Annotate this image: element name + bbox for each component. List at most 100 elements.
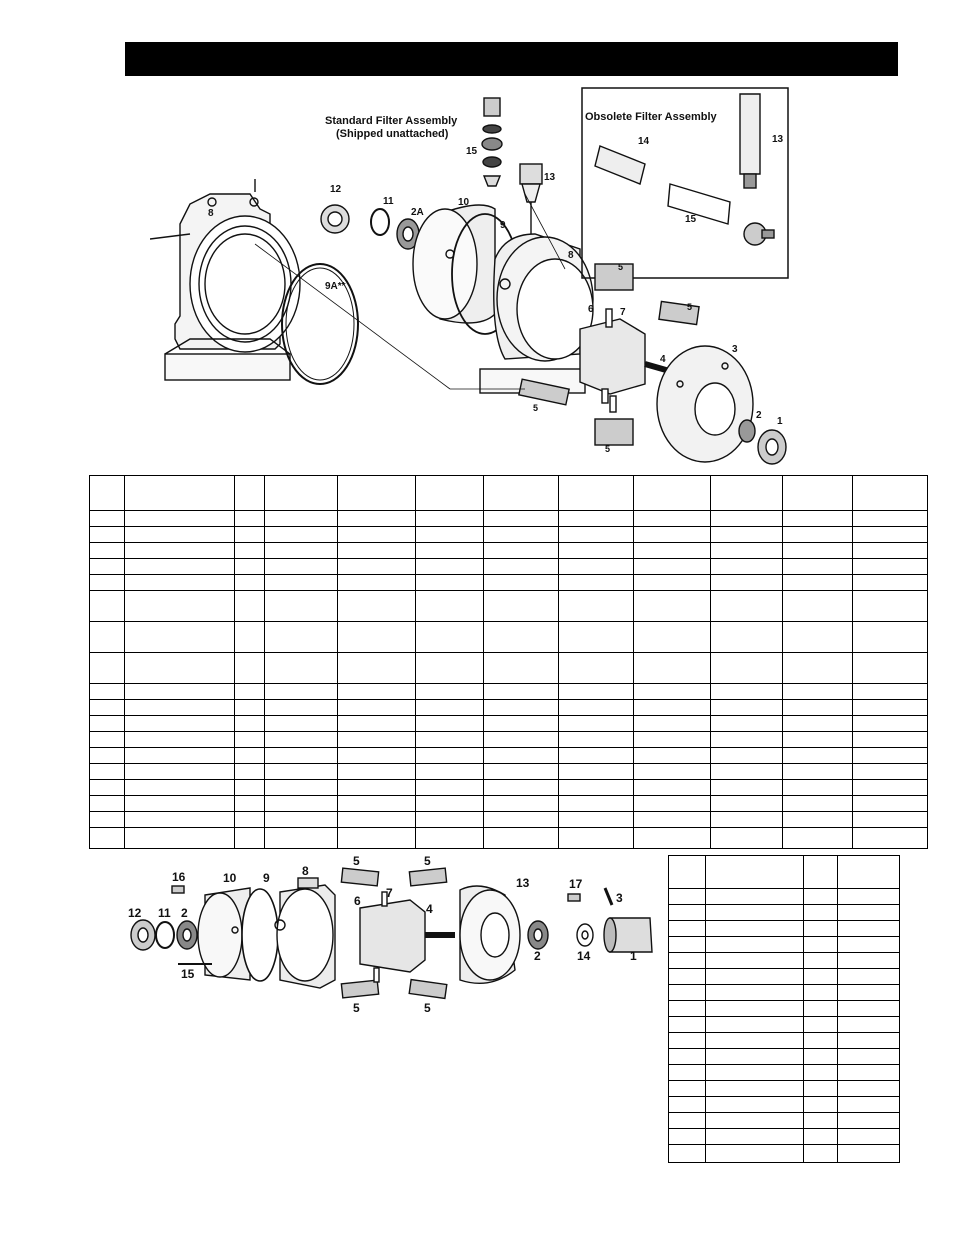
- callout-14: 14: [638, 136, 650, 147]
- callout-4: 4: [660, 354, 666, 365]
- table-row: [668, 968, 900, 985]
- callout-5a: 5: [618, 262, 623, 272]
- vane-5-top-left: [340, 867, 380, 887]
- table-row: [89, 827, 928, 849]
- callout-15-obsolete: 15: [685, 214, 697, 225]
- vane-5a: [594, 263, 634, 291]
- washer-14: [576, 923, 594, 947]
- callout-16-b: 16: [172, 870, 186, 884]
- table-row: [89, 811, 928, 828]
- callout-1-b: 1: [630, 949, 637, 963]
- bearing-2-right: [527, 920, 549, 950]
- exploded-view-diagram-bottom: 16 10 9 8 5 5 13 17 3 12 11 2 6 7 4 15 5…: [128, 854, 653, 1015]
- end-plate-13-b: [459, 885, 521, 984]
- callout-2a: 2A: [411, 207, 424, 218]
- callout-12: 12: [330, 184, 342, 195]
- o-ring-9a: [281, 263, 359, 385]
- table-row: [89, 621, 928, 653]
- callout-12-b: 12: [128, 906, 142, 920]
- callout-8-left: 8: [208, 208, 214, 219]
- callout-8-center: 8: [568, 250, 574, 261]
- table-row: [89, 763, 928, 780]
- table-row: [668, 1032, 900, 1049]
- gasket-9-b: [241, 888, 279, 982]
- obsolete-filter-box: [581, 87, 789, 279]
- rotor-4-b: [359, 891, 455, 983]
- filter-13-standard: [519, 163, 543, 234]
- callout-10-b: 10: [223, 871, 237, 885]
- screw-16-b: [171, 885, 185, 894]
- bearing-2: [738, 419, 756, 443]
- callout-2: 2: [756, 410, 762, 421]
- table-row: [89, 510, 928, 527]
- exploded-view-diagram-top: Standard Filter Assembly (Shipped unatta…: [150, 87, 789, 465]
- table-row: [89, 542, 928, 559]
- callout-5-top-right: 5: [424, 854, 431, 868]
- callout-3: 3: [732, 344, 738, 355]
- table-row: [668, 1048, 900, 1065]
- ring-11-b: [155, 921, 175, 949]
- table-row: [668, 952, 900, 969]
- callout-2-left-b: 2: [181, 906, 188, 920]
- callout-3-b: 3: [616, 891, 623, 905]
- callout-9a: 9A**: [325, 281, 346, 292]
- vane-5-bottom-right: [408, 978, 448, 1000]
- vane-5b: [658, 300, 700, 326]
- vane-5c: [518, 378, 570, 406]
- screw-17-b: [567, 893, 581, 902]
- table-header-row: [89, 475, 928, 511]
- table-row: [89, 590, 928, 622]
- table-row: [668, 1096, 900, 1113]
- table-row: [668, 1080, 900, 1097]
- table-header-row: [668, 855, 900, 889]
- callout-9: 9: [500, 220, 506, 231]
- callout-5-bottom-right: 5: [424, 1001, 431, 1015]
- callout-7-b: 7: [386, 886, 393, 900]
- table-row: [668, 1016, 900, 1033]
- callout-1: 1: [777, 416, 783, 427]
- filter-stack-standard: [481, 97, 503, 187]
- end-plate-3: [656, 345, 754, 463]
- table-row: [668, 1000, 900, 1017]
- callout-4-b: 4: [426, 902, 433, 916]
- standard-filter-label-1: Standard Filter Assembly: [325, 115, 458, 127]
- cap-1: [757, 429, 787, 465]
- screw-3-b: [603, 887, 614, 906]
- callout-2-right-b: 2: [534, 949, 541, 963]
- table-row: [668, 984, 900, 1001]
- pump-body-8-b: [274, 877, 336, 989]
- table-row: [668, 888, 900, 905]
- callout-9-b: 9: [263, 871, 270, 885]
- section-header-bar: [125, 42, 898, 76]
- ring-11: [370, 208, 390, 236]
- nut-12-b: [130, 919, 156, 951]
- table-row: [668, 904, 900, 921]
- callout-11: 11: [383, 196, 394, 207]
- callout-6-b: 6: [354, 894, 361, 908]
- callout-7: 7: [620, 307, 626, 318]
- callout-5b: 5: [687, 302, 692, 312]
- table-row: [89, 526, 928, 543]
- table-row: [89, 699, 928, 716]
- table-row: [668, 1064, 900, 1081]
- pump-housing-left: [150, 179, 301, 381]
- callout-17-b: 17: [569, 877, 583, 891]
- parts-table-main: [89, 475, 928, 849]
- table-row: [89, 574, 928, 591]
- callout-5-top-left: 5: [353, 854, 360, 868]
- callout-15-standard: 15: [466, 146, 478, 157]
- callout-11-b: 11: [158, 906, 171, 920]
- table-row: [668, 920, 900, 937]
- callout-5-bottom-left: 5: [353, 1001, 360, 1015]
- nut-12: [320, 204, 350, 234]
- vane-5-bottom-left: [340, 979, 380, 999]
- end-plate-10-b: [197, 887, 251, 981]
- bearing-2-b: [176, 920, 198, 950]
- callout-13-obsolete: 13: [772, 134, 784, 145]
- table-row: [89, 558, 928, 575]
- callout-10: 10: [458, 197, 470, 208]
- callout-14-b: 14: [577, 949, 591, 963]
- callout-15-b: 15: [181, 967, 195, 981]
- table-row: [668, 1112, 900, 1129]
- callout-13-standard: 13: [544, 172, 556, 183]
